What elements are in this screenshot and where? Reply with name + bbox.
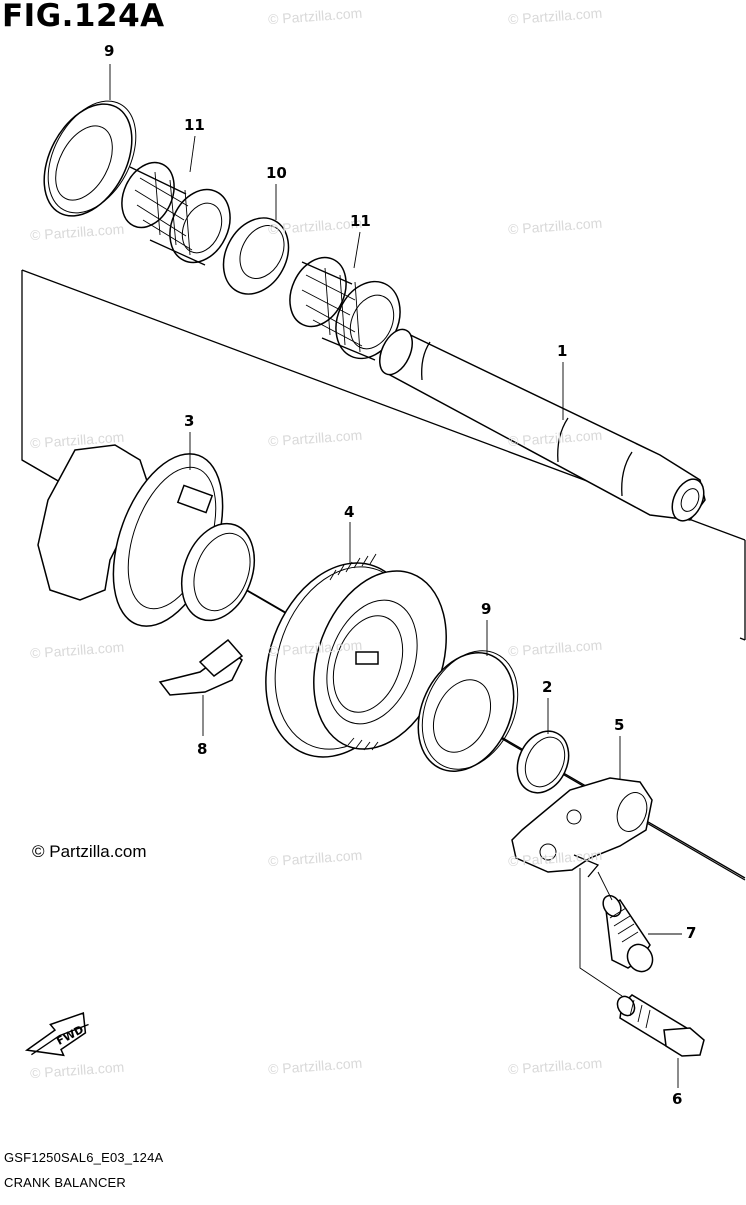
callout-8: 8 (197, 740, 208, 758)
bolt-7 (602, 894, 654, 973)
callout-9: 9 (104, 42, 115, 60)
figure-title: FIG.124A (2, 0, 165, 34)
bolt-6 (616, 994, 705, 1057)
callout-9: 9 (481, 600, 492, 618)
section-name: CRANK BALANCER (4, 1175, 126, 1190)
o-ring (516, 730, 570, 794)
driven-gear (265, 553, 447, 758)
callout-5: 5 (614, 716, 625, 734)
callout-3: 3 (184, 412, 195, 430)
balancer-weight (37, 444, 255, 627)
fwd-arrow-icon: FWD (24, 1011, 89, 1057)
callout-2: 2 (542, 678, 553, 696)
callout-1: 1 (557, 342, 568, 360)
leader-lines (109, 64, 682, 1088)
callout-11: 11 (184, 116, 205, 134)
model-code: GSF1250SAL6_E03_124A (4, 1150, 164, 1165)
spacer-ring (222, 217, 290, 295)
callout-11: 11 (350, 212, 371, 230)
callout-7: 7 (686, 924, 697, 942)
needle-bearing-left (121, 161, 231, 266)
callout-4: 4 (344, 503, 355, 521)
callout-6: 6 (672, 1090, 683, 1108)
copyright-notice: © Partzilla.com (32, 842, 147, 861)
thrust-washer-top (43, 100, 137, 217)
damper (158, 638, 244, 696)
callout-10: 10 (266, 164, 287, 182)
thrust-washer-lower (417, 650, 519, 772)
balancer-lever (511, 777, 653, 878)
needle-bearing-right (289, 256, 401, 361)
balancer-shaft (379, 328, 706, 522)
